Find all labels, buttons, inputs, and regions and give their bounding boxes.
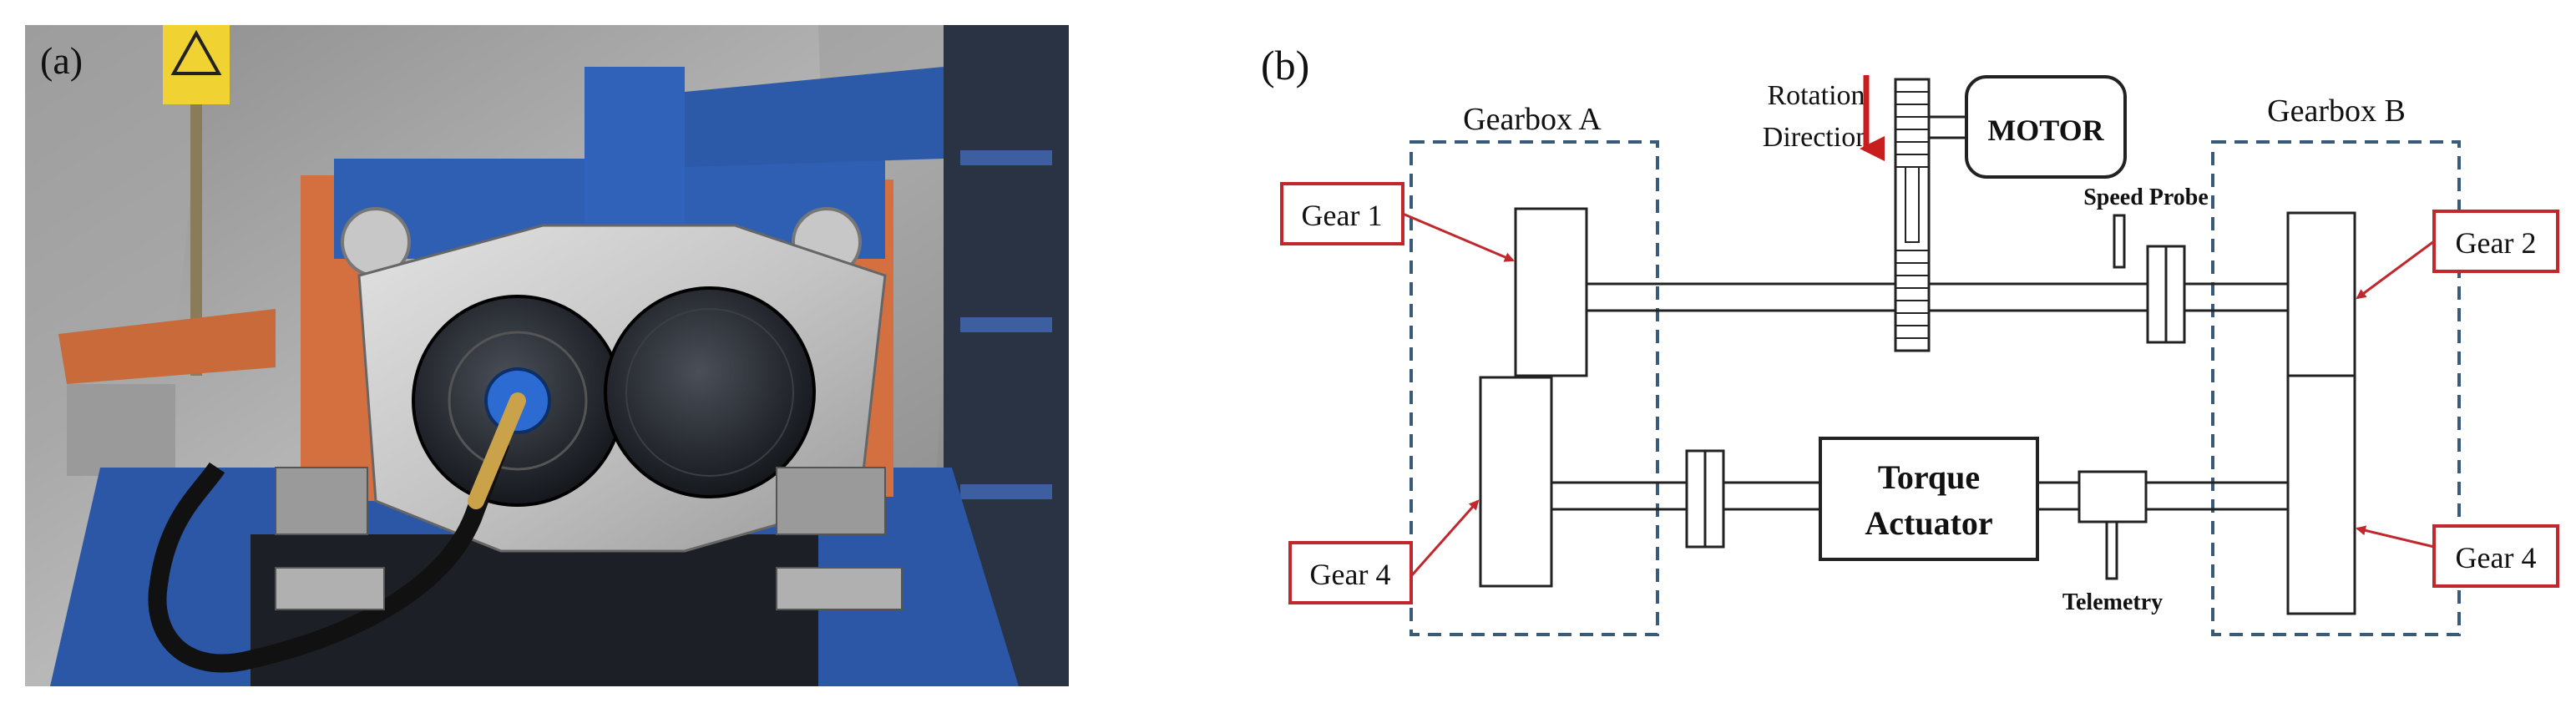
lower-coupling <box>1685 449 1707 549</box>
torque-label-1: Torque <box>1878 458 1980 496</box>
gear-4-right-callout <box>2432 524 2559 588</box>
upper-coupling <box>2146 245 2168 344</box>
speed-probe <box>2113 214 2126 269</box>
speed-probe-label: Speed Probe <box>2083 185 2209 210</box>
panel-a-label: (a) <box>40 39 83 82</box>
telemetry-unit <box>2078 470 2148 523</box>
gear-4-right-block <box>2286 374 2356 615</box>
motor-box <box>1965 75 2127 179</box>
gear-4-right-label: Gear 4 <box>2456 541 2537 574</box>
schematic-diagram: (b) Gearbox A Gearbox B MOTOR Rotation D… <box>1261 42 2559 636</box>
motor-label: MOTOR <box>1987 114 2104 147</box>
rotation-label-2: Direction <box>1763 122 1870 153</box>
gear-4-left-callout <box>1288 541 1413 604</box>
torque-actuator-box <box>1819 437 2039 561</box>
gearbox-a-title: Gearbox A <box>1463 102 1602 137</box>
diagram-panel: (b) Gearbox A Gearbox B MOTOR Rotation D… <box>1244 0 2576 704</box>
panel-b-label: (b) <box>1261 42 1309 88</box>
photo-panel: (a) <box>0 0 1077 704</box>
telemetry-label: Telemetry <box>2062 589 2163 615</box>
orange-tray <box>58 309 276 384</box>
warning-sign <box>163 25 230 104</box>
rotation-label-1: Rotation <box>1767 80 1865 111</box>
gear-2-block <box>2286 211 2356 377</box>
hydraulic-hose <box>148 439 510 673</box>
gear-1-block <box>1514 207 1588 377</box>
gear-2-callout <box>2432 210 2559 273</box>
torque-label-2: Actuator <box>1865 504 1992 542</box>
test-rig-photo: (a) <box>25 25 1069 686</box>
right-gear-disk <box>604 286 816 498</box>
gear-4-left-label: Gear 4 <box>1310 558 1391 591</box>
gear-4-left-block <box>1479 376 1553 588</box>
gear-2-label: Gear 2 <box>2456 226 2537 260</box>
gearbox-b-title: Gearbox B <box>2267 94 2406 129</box>
gear-1-label: Gear 1 <box>1302 199 1383 232</box>
